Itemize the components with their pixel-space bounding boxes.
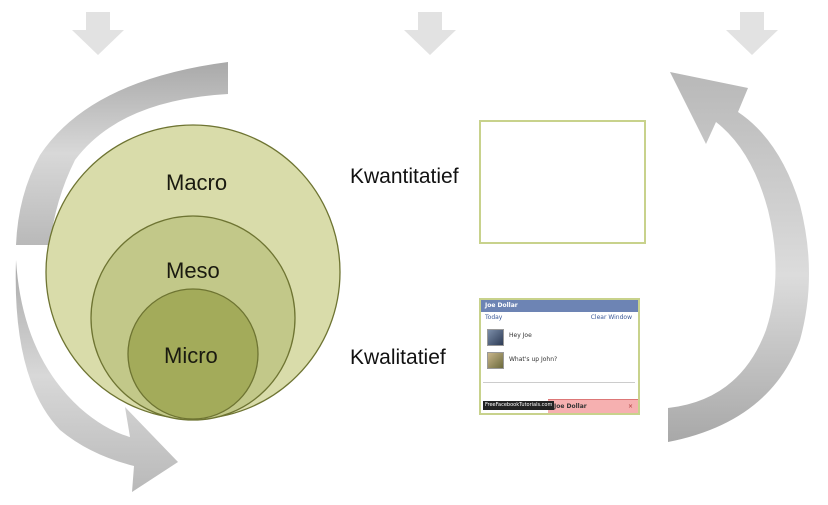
avatar <box>487 352 504 369</box>
micro-label: Micro <box>164 343 218 369</box>
macro-label: Macro <box>166 170 227 196</box>
chat-subheader: Today Clear Window <box>481 313 638 323</box>
clear-window-link[interactable]: Clear Window <box>591 313 632 323</box>
meso-label: Meso <box>166 258 220 284</box>
chat-title-bar: Joe Dollar <box>481 300 638 312</box>
tooltip: FreeFacebookTutorials.com <box>483 401 554 410</box>
down-arrow-icon <box>72 12 124 55</box>
chat-message: What's up John? <box>509 356 557 363</box>
close-icon[interactable]: × <box>628 400 633 414</box>
qualitative-label: Kwalitatief <box>350 346 446 370</box>
down-arrow-icon <box>404 12 456 55</box>
quantitative-label: Kwantitatief <box>350 165 459 189</box>
curved-arrow-icon <box>668 72 809 442</box>
chat-window-thumbnail: Joe Dollar Today Clear Window Hey Joe Wh… <box>479 298 640 415</box>
network-graph-thumbnail <box>479 120 646 244</box>
avatar <box>487 329 504 346</box>
chat-today-label: Today <box>485 314 502 321</box>
chat-tab-name: Joe Dollar <box>554 403 587 410</box>
chat-tab[interactable]: Joe Dollar × <box>548 399 638 413</box>
down-arrow-icon <box>726 12 778 55</box>
chat-message: Hey Joe <box>509 332 532 339</box>
chat-input[interactable] <box>483 382 635 397</box>
